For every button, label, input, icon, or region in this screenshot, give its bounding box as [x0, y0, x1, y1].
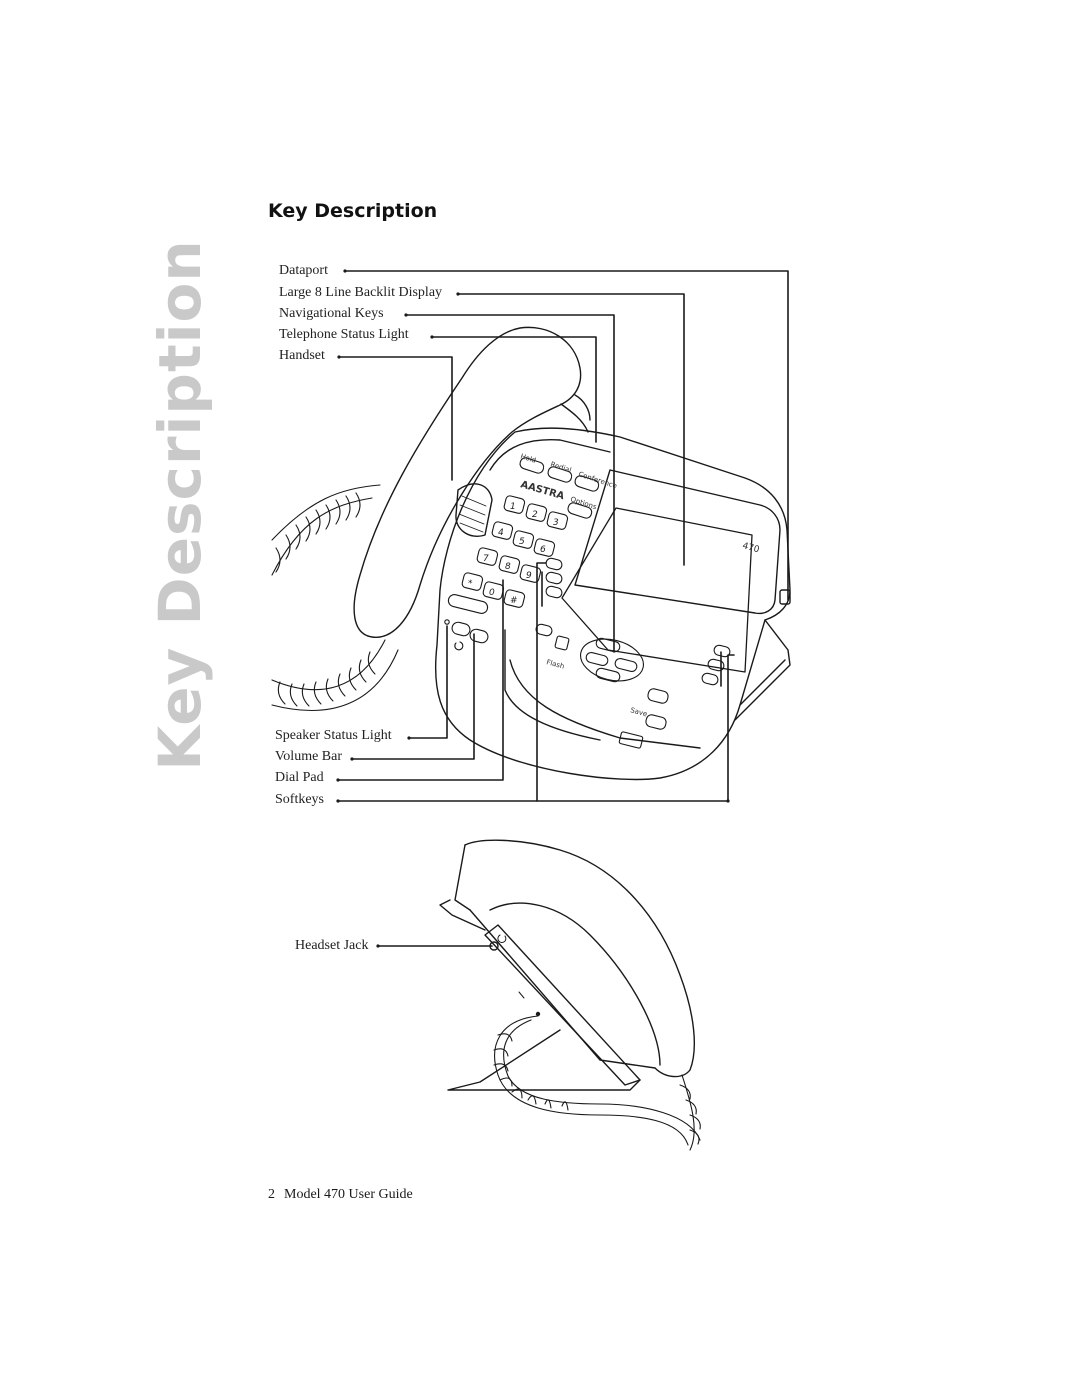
brand-logo-text: AASTRA [519, 479, 565, 502]
dial-key-3: 3 [553, 518, 559, 528]
flash-key-label: Flash [545, 658, 565, 670]
dial-key-8: 8 [505, 562, 511, 572]
page-footer: 2 Model 470 User Guide [268, 1187, 413, 1203]
coiled-cord-side [493, 1015, 701, 1151]
callout-headset-jack: Headset Jack [295, 938, 369, 953]
callout-dial-pad: Dial Pad [275, 770, 324, 785]
leader-lines-top [338, 270, 789, 653]
dial-key-hash: # [510, 596, 518, 606]
callout-dataport: Dataport [279, 263, 328, 278]
page-heading: Key Description [268, 200, 438, 222]
softkeys-right [701, 644, 731, 686]
callout-handset: Handset [279, 348, 325, 363]
callout-volume-bar: Volume Bar [275, 749, 343, 764]
save-key-label: Save [629, 706, 648, 718]
phone-base [434, 427, 791, 781]
handset [353, 326, 591, 638]
callout-softkeys: Softkeys [275, 792, 324, 807]
dial-key-4: 4 [498, 528, 504, 538]
dial-key-0: 0 [489, 588, 495, 598]
page-number: 2 [268, 1187, 275, 1202]
side-view-phone [439, 839, 695, 1091]
volume-bar-and-speaker [444, 594, 489, 651]
callout-display: Large 8 Line Backlit Display [279, 285, 443, 300]
footer-title: Model 470 User Guide [284, 1187, 413, 1202]
dial-key-1: 1 [510, 502, 516, 512]
conference-key-label: Conference [577, 470, 618, 490]
options-key-label: Options [569, 495, 597, 511]
callout-speaker-status-light: Speaker Status Light [275, 728, 392, 743]
leader-lines-bottom [337, 562, 735, 802]
coiled-cord-front [271, 484, 399, 712]
navigation-keys [580, 637, 669, 749]
dial-key-5: 5 [519, 537, 525, 547]
model-number-text: 470 [741, 541, 760, 555]
softkeys-left [535, 557, 570, 651]
dial-key-2: 2 [532, 510, 538, 520]
callout-navigational-keys: Navigational Keys [279, 306, 384, 321]
dial-key-6: 6 [540, 545, 546, 555]
dial-key-9: 9 [526, 571, 532, 581]
dial-key-star: * [468, 579, 473, 589]
callout-telephone-status-light: Telephone Status Light [279, 327, 409, 342]
function-keys [519, 457, 600, 519]
redial-key-label: Redial [549, 460, 572, 474]
dial-key-7: 7 [483, 554, 489, 564]
hold-key-label: Hold [519, 452, 537, 465]
dial-pad [461, 495, 569, 608]
